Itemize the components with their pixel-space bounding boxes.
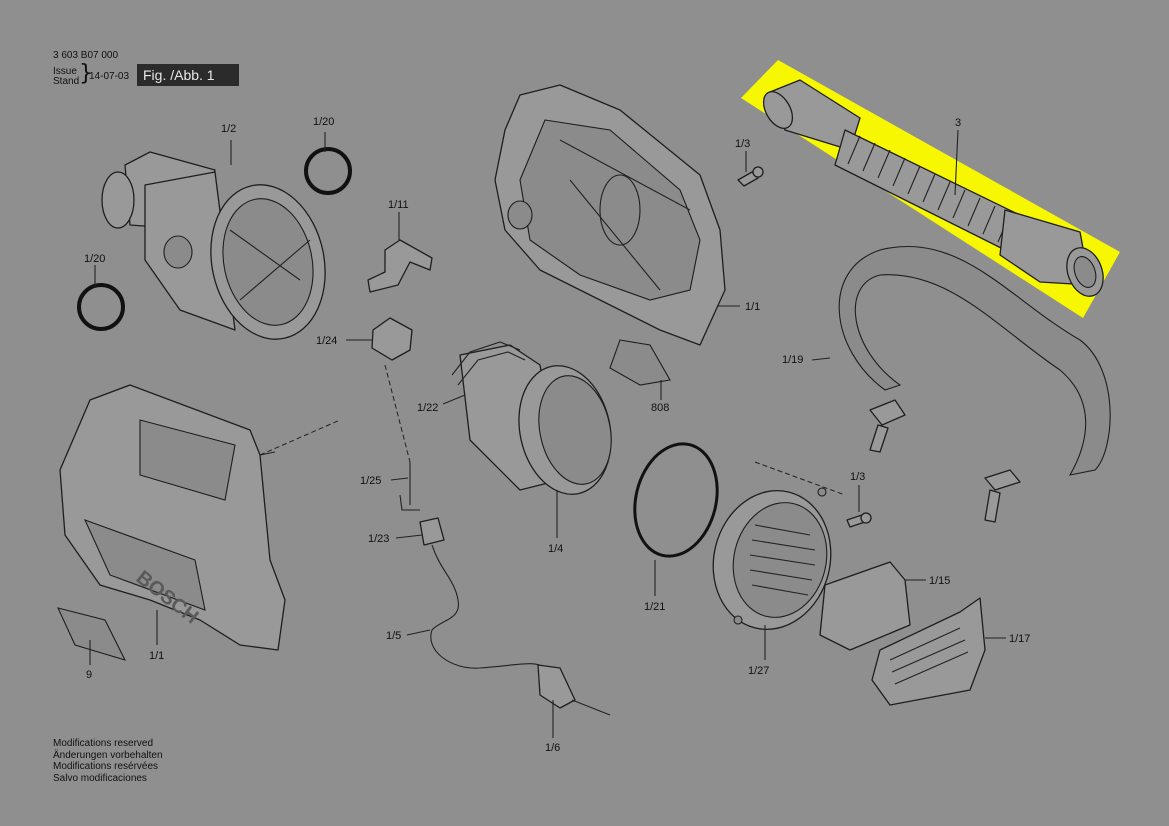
label-1-1-left: 1/1 [149, 650, 164, 662]
nozzle-housing-part [101, 151, 326, 340]
footer-line-3: Modifications resérvées [53, 761, 159, 772]
label-1-22: 1/22 [417, 402, 438, 414]
handle-housing-part: BOSCH [59, 384, 286, 651]
large-o-ring [633, 442, 719, 558]
clip-part [367, 239, 433, 293]
footer-line-2: Änderungen vorbehalten [53, 749, 163, 761]
label-1-21: 1/21 [644, 601, 665, 613]
assembly-axis-2 [384, 364, 411, 463]
screw-top [737, 166, 764, 187]
leader-lines [89, 129, 1006, 738]
label-1-17: 1/17 [1009, 633, 1030, 645]
assembly-axis-3 [754, 461, 846, 496]
label-808 [609, 339, 671, 386]
fan-cover-part [712, 487, 832, 631]
label-1-20-top: 1/20 [313, 116, 334, 128]
o-ring-top [304, 147, 352, 195]
label-1-2: 1/2 [221, 123, 236, 135]
assembly-axis-1 [259, 419, 341, 456]
hose-part [762, 79, 1104, 297]
label-1-23: 1/23 [368, 533, 389, 545]
issue-date: 14-07-03 [89, 71, 130, 82]
label-1-3-top: 1/3 [735, 138, 750, 150]
brace-symbol: } [79, 61, 93, 86]
label-1-25: 1/25 [360, 475, 381, 487]
label-808: 808 [651, 402, 669, 414]
stand-label: Stand [53, 76, 80, 87]
screw-right [846, 512, 872, 528]
motor-part [451, 341, 612, 495]
label-1-20-left: 1/20 [84, 253, 105, 265]
label-1-5: 1/5 [386, 630, 401, 642]
cable-part [399, 462, 611, 716]
label-1-24: 1/24 [316, 335, 337, 347]
label-1-6: 1/6 [545, 742, 560, 754]
end-cap-part [871, 597, 986, 706]
strap-part [838, 245, 1111, 523]
label-1-19: 1/19 [782, 354, 803, 366]
label-1-27: 1/27 [748, 665, 769, 677]
footer-line-1: Modifications reserved [53, 738, 154, 749]
switch-part [371, 317, 413, 361]
housing-shell-right [494, 84, 726, 346]
footer-line-4: Salvo modificaciones [53, 772, 147, 784]
filter-pad-part [819, 561, 911, 651]
label-1-11: 1/11 [388, 199, 409, 211]
label-plate-part [57, 607, 127, 661]
label-1-15: 1/15 [929, 575, 950, 587]
label-1-1-right: 1/1 [745, 301, 760, 313]
label-3: 3 [955, 117, 961, 129]
figure-label: Fig. /Abb. 1 [137, 64, 239, 86]
label-1-3-right: 1/3 [850, 471, 865, 483]
label-1-4: 1/4 [548, 543, 563, 555]
o-ring-left [77, 283, 125, 331]
footer-notice: Modifications reserved Änderungen vorbeh… [53, 738, 163, 784]
label-9: 9 [86, 669, 92, 681]
document-number: 3 603 B07 000 [53, 50, 119, 61]
issue-label: Issue [53, 66, 77, 77]
